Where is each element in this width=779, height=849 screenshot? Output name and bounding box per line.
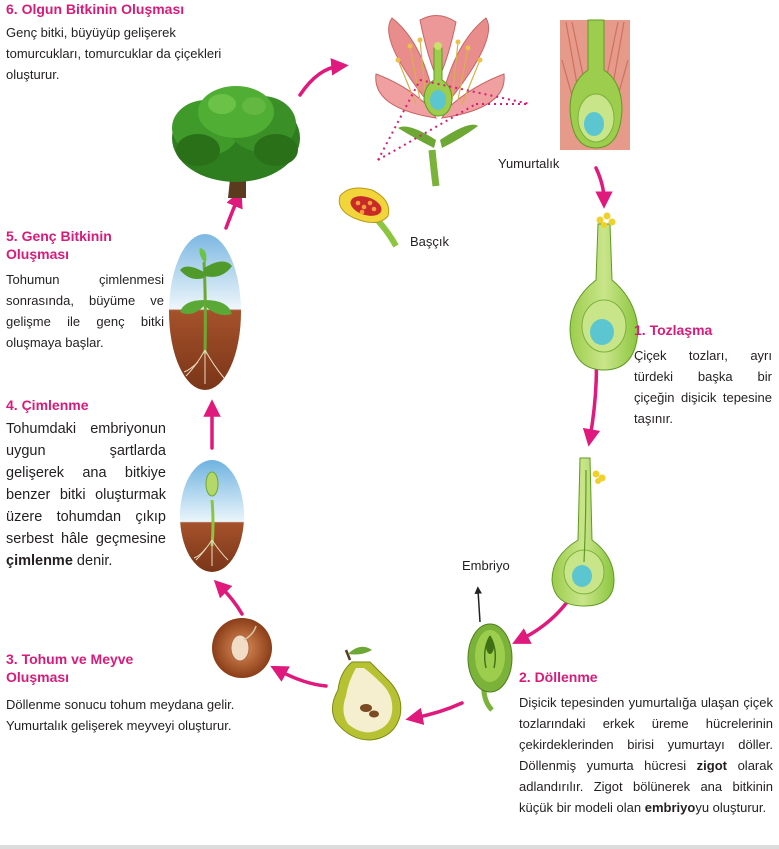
- stage-6-block: 6. Olgun Bitkinin Oluşması Genç bitki, b…: [6, 0, 246, 85]
- label-yumurtalik: Yumurtalık: [498, 156, 560, 171]
- pistil-fertilization: [551, 457, 615, 607]
- stage-3-text: Döllenme sonucu tohum meydana gelir. Yum…: [6, 697, 235, 733]
- bottom-divider: [0, 845, 779, 849]
- stage-4-block: 4. Çimlenme Tohumdaki embriyonun uygun ş…: [6, 396, 166, 572]
- stage-5-text: Tohumun çimlenmesi sonrasında, büyüme ve…: [6, 272, 164, 350]
- stage-1-text: Çiçek tozları, ayrı türdeki başka bir çi…: [634, 348, 772, 426]
- zoom-guides: [377, 79, 531, 161]
- arrow-embryo-to-pear: [405, 701, 464, 725]
- pistil-pollination: [569, 212, 639, 371]
- stage-4-text: Tohumdaki embriyonun uygun şartlarda gel…: [6, 421, 166, 569]
- arrow-seed-to-sprout: [213, 579, 244, 616]
- stage-2-title: 2. Döllenme: [519, 669, 598, 685]
- flower: [375, 15, 505, 187]
- embryo-seed: [467, 623, 513, 712]
- stage-3-block: 3. Tohum ve Meyve Oluşması Döllenme sonu…: [6, 650, 246, 736]
- stage-2-block: 2. Döllenme Dişicik tepesinden yumurtalı…: [519, 668, 773, 818]
- seed-in-soil: [212, 618, 272, 678]
- stage-5-title: 5. Genç Bitkinin Oluşması: [6, 228, 112, 262]
- stage-1-title: 1. Tozlaşma: [634, 322, 713, 338]
- stage-6-text: Genç bitki, büyüyüp gelişerek tomurcukla…: [6, 25, 222, 82]
- embryo-pointer-arrow: [474, 586, 482, 623]
- label-embriyo: Embriyo: [462, 558, 510, 573]
- label-bascik: Başçık: [410, 234, 450, 249]
- arrow-pistil-to-dollenme: [512, 596, 572, 644]
- arrow-young-to-tree: [224, 189, 243, 230]
- stage-5-block: 5. Genç Bitkinin Oluşması Tohumun çimlen…: [6, 227, 164, 353]
- germination-sprout: [180, 460, 244, 572]
- stage-4-title: 4. Çimlenme: [6, 397, 89, 413]
- arrow-tree-to-flower: [298, 58, 349, 97]
- mature-tree: [172, 86, 300, 198]
- ovary-closeup: [560, 19, 630, 150]
- young-plant: [169, 234, 241, 390]
- stage-6-title: 6. Olgun Bitkinin Oluşması: [6, 1, 185, 17]
- arrow-yumurtalik-to-tozlasma: [594, 166, 613, 209]
- stage-1-block: 1. Tozlaşma Çiçek tozları, ayrı türdeki …: [634, 321, 772, 429]
- anther: [338, 187, 399, 248]
- stage-2-text: Dişicik tepesinden yumurtalığa ulaşan çi…: [519, 695, 773, 815]
- pear-fruit: [332, 646, 402, 741]
- arrow-pear-to-seed: [270, 665, 328, 688]
- stage-3-title: 3. Tohum ve Meyve Oluşması: [6, 651, 134, 685]
